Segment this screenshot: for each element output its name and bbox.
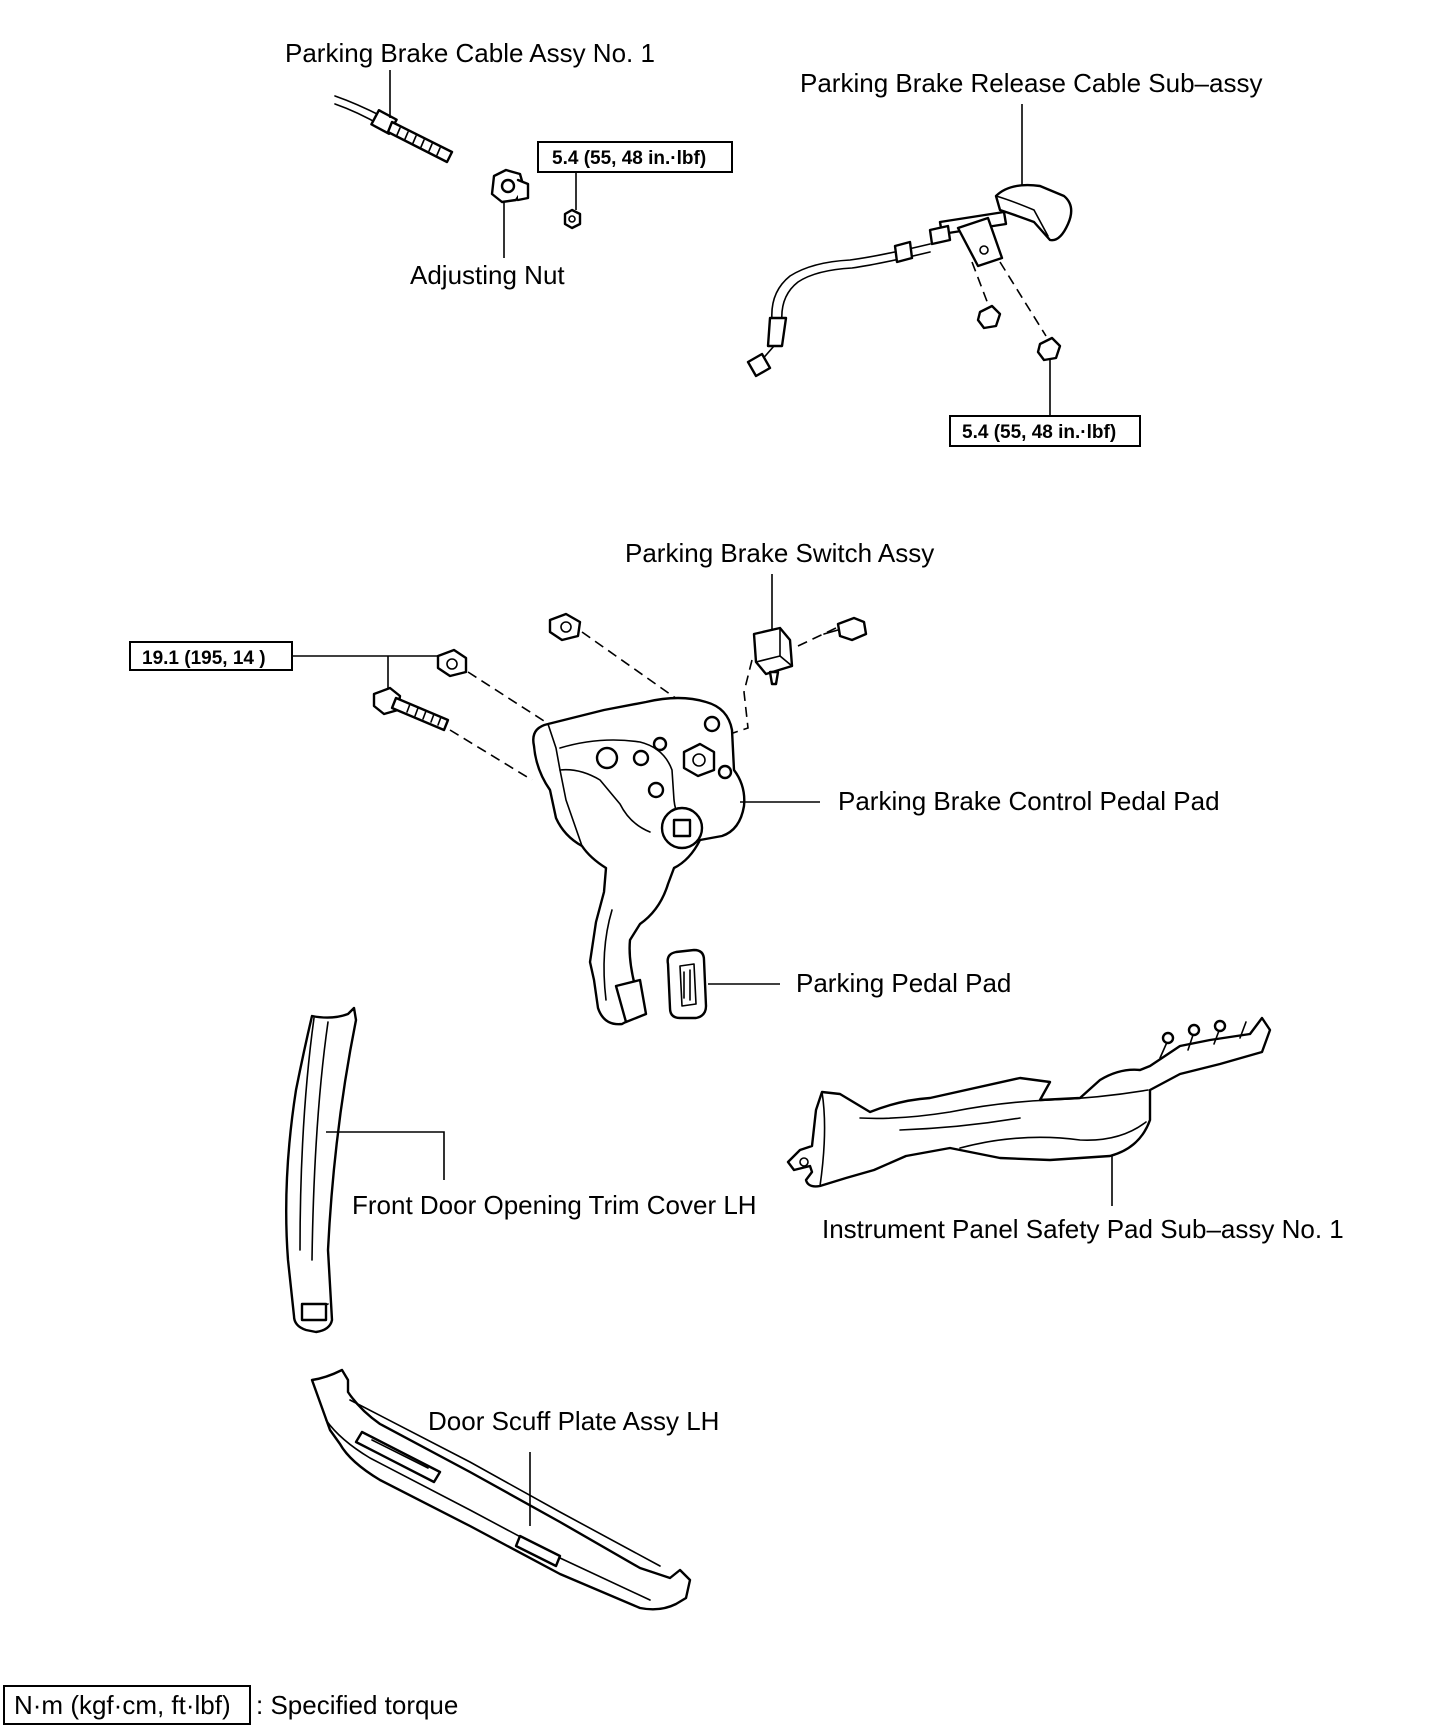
instrument-panel-safety-pad: [786, 1016, 1272, 1188]
legend-unit: N·m (kgf·cm, ft·lbf): [14, 1690, 231, 1720]
control-pedal-bolts: [372, 612, 582, 732]
torque-control-pedal: 19.1 (195, 14 ): [142, 648, 266, 669]
adjusting-nut: [490, 168, 530, 204]
dash-release-bolt-1: [971, 261, 989, 305]
dash-bolt-top: [581, 631, 685, 705]
parking-brake-cable-no1: [334, 95, 454, 164]
release-cable: [746, 183, 1073, 378]
front-door-trim-cover: [285, 1006, 358, 1334]
label-switch-assy: Parking Brake Switch Assy: [625, 538, 934, 568]
label-scuff-plate: Door Scuff Plate Assy LH: [428, 1406, 719, 1436]
torque-box-control-pedal: [129, 641, 293, 671]
label-safety-pad: Instrument Panel Safety Pad Sub–assy No.…: [822, 1214, 1344, 1244]
parking-brake-control-pedal: [532, 696, 746, 1026]
label-adjusting-nut: Adjusting Nut: [410, 260, 565, 290]
dash-switch-mount: [723, 659, 753, 737]
label-trim-cover: Front Door Opening Trim Cover LH: [352, 1190, 757, 1220]
label-cable-assy-no1: Parking Brake Cable Assy No. 1: [285, 38, 655, 68]
legend-box: [3, 1685, 251, 1725]
dash-release-bolt-2: [999, 261, 1047, 337]
brake-switch: [752, 616, 868, 686]
label-pedal-pad: Parking Pedal Pad: [796, 968, 1011, 998]
leader-trim-cover: [326, 1131, 445, 1180]
torque-adjusting: 5.4 (55, 48 in.·lbf): [552, 148, 706, 169]
dash-bolt-mid: [467, 671, 559, 731]
torque-box-adjusting: [537, 141, 733, 173]
dash-switch-screw: [797, 627, 837, 647]
dash-bolt-long: [449, 729, 533, 781]
label-control-pedal-pad: Parking Brake Control Pedal Pad: [838, 786, 1220, 816]
torque-release: 5.4 (55, 48 in.·lbf): [962, 422, 1116, 443]
label-release-cable: Parking Brake Release Cable Sub–assy: [800, 68, 1262, 98]
torque-box-release: [949, 415, 1141, 447]
legend-text: : Specified torque: [256, 1690, 458, 1720]
parking-pedal-pad: [666, 948, 708, 1020]
door-scuff-plate: [310, 1368, 692, 1611]
cable-nut: [563, 208, 582, 230]
